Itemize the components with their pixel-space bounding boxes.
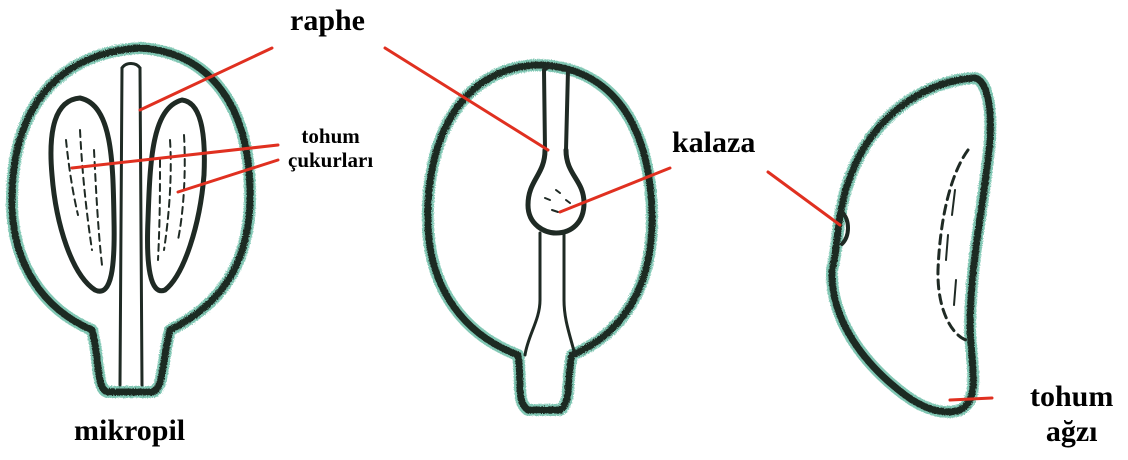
seed-pit-right-texture [158,135,185,260]
seed-front-outline [12,48,250,392]
pointer-tohum-agzi [950,398,992,400]
label-mikropil: mikropil [74,414,185,449]
label-seed-mouth: tohum ağzı [1030,380,1113,449]
label-seed-pits-line1: tohum [288,124,373,148]
raphe-band [120,68,142,385]
pointer-raphe-left [140,48,272,110]
seed-front-view [12,48,250,392]
side-pit-texture [946,190,956,305]
seed-side-outline-tint [832,78,990,412]
chalaza [528,150,584,233]
side-pit-edge [938,150,968,340]
pointer-kalaza-side [768,172,840,225]
seed-pit-right [148,100,205,291]
label-seed-mouth-line2: ağzı [1030,415,1113,450]
seed-pit-left-texture [66,130,102,265]
seed-side-view [832,78,990,412]
label-seed-mouth-line1: tohum [1030,380,1113,415]
label-seed-pits-line2: çukurları [288,148,373,172]
seed-front-outline-tint [12,48,250,392]
lower-channel [525,233,575,355]
label-seed-pits: tohum çukurları [288,124,373,172]
label-raphe: raphe [290,4,365,39]
raphe-channel [544,66,568,151]
seed-pit-left [51,98,114,291]
raphe-top [122,64,140,69]
label-kalaza: kalaza [672,126,755,161]
seed-back-view [428,65,652,410]
pointer-pit-right [178,160,278,192]
